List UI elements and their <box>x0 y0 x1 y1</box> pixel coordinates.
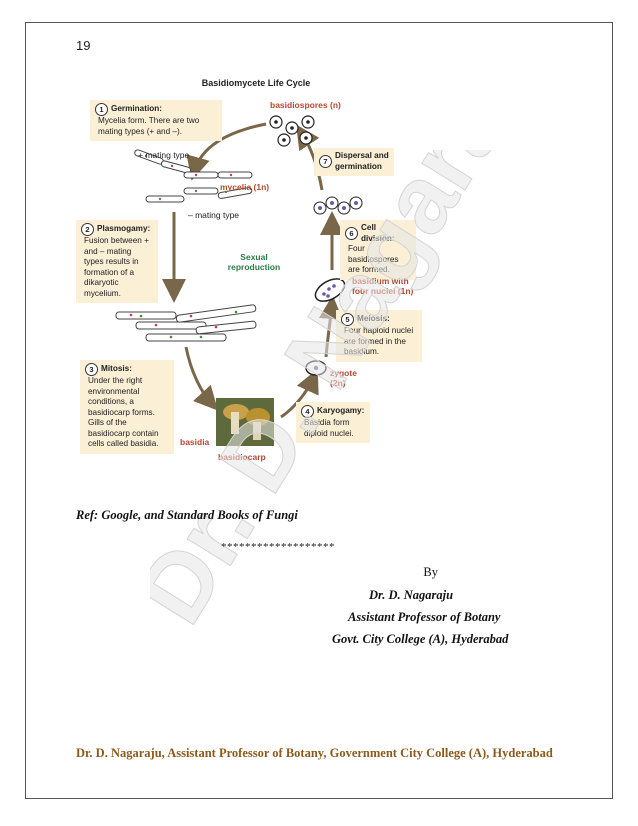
step-6-title: Cell division: <box>361 223 395 243</box>
step-5-title: Meiosis: <box>357 314 390 324</box>
step-5-body: Four haploid nuclei are formed in the ba… <box>344 326 414 356</box>
step-3-body: Under the right environmental conditions… <box>88 376 159 448</box>
sexual-reproduction-label: Sexual reproduction <box>227 252 281 272</box>
page-border <box>25 22 613 799</box>
arrow-basidiocarp-to-zygote <box>280 368 319 419</box>
mycelia-hyphae <box>134 149 253 203</box>
mycelia-label: mycelia (1n) <box>220 182 270 192</box>
step-3-title: Mitosis: <box>101 364 132 374</box>
step-3-number: 3 <box>85 363 98 376</box>
author-college: Govt. City College (A), Hyderabad <box>332 632 509 646</box>
diagram-title: Basidiomycete Life Cycle <box>201 78 311 88</box>
step-6-number: 6 <box>345 227 358 240</box>
basidia-label: basidia <box>180 437 210 447</box>
minus-mating-label: – mating type <box>188 210 240 220</box>
arrow-spores-to-mycelia <box>186 122 267 181</box>
basidiospores-group <box>269 115 315 147</box>
step-4-title: Karyogamy: <box>317 406 365 416</box>
separator-stars: ******************* <box>221 541 335 553</box>
germinating-spores <box>313 196 363 215</box>
diagram-artwork <box>115 115 363 446</box>
step-5-number: 5 <box>341 313 354 326</box>
step-6-body: Four basidiospores are formed. <box>348 244 399 274</box>
step-7-title: Dispersal and germination <box>335 151 389 171</box>
signature-by: By <box>423 565 438 579</box>
page-footer: Dr. D. Nagaraju, Assistant Professor of … <box>76 746 553 760</box>
dikaryotic-mycelium <box>115 304 257 342</box>
step-1-number: 1 <box>95 103 108 116</box>
step-1-body: Mycelia form. There are two mating types… <box>98 116 200 136</box>
step-1-title: Germination: <box>111 104 162 114</box>
author-name: Dr. D. Nagaraju <box>369 588 454 602</box>
life-cycle-diagram: Basidiomycete Life Cycle <box>76 72 546 472</box>
reference-line: Ref: Google, and Standard Books of Fungi <box>76 508 298 522</box>
basidiocarp-label: basidiocarp <box>218 452 266 462</box>
step-2-title: Plasmogamy: <box>97 224 151 234</box>
step-7-number: 7 <box>319 155 332 168</box>
basidiospores-label: basidiospores (n) <box>270 100 341 110</box>
basidium-four-nuclei-label: basidium with four nuclei (1n) <box>352 276 414 296</box>
author-position: Assistant Professor of Botany <box>348 610 501 624</box>
plus-mating-label: + mating type <box>138 150 190 160</box>
step-2-number: 2 <box>81 223 94 236</box>
step-4-body: Basidia form diploid nuclei. <box>304 418 354 438</box>
step-2-body: Fusion between + and – mating types resu… <box>84 236 149 298</box>
step-4-number: 4 <box>301 405 314 418</box>
arrow-dikaryon-to-basidiocarp <box>184 346 219 411</box>
zygote-label: zygote (2n) <box>330 368 357 388</box>
page-number: 19 <box>76 38 91 53</box>
arrow-zygote-to-basidium <box>318 295 343 358</box>
